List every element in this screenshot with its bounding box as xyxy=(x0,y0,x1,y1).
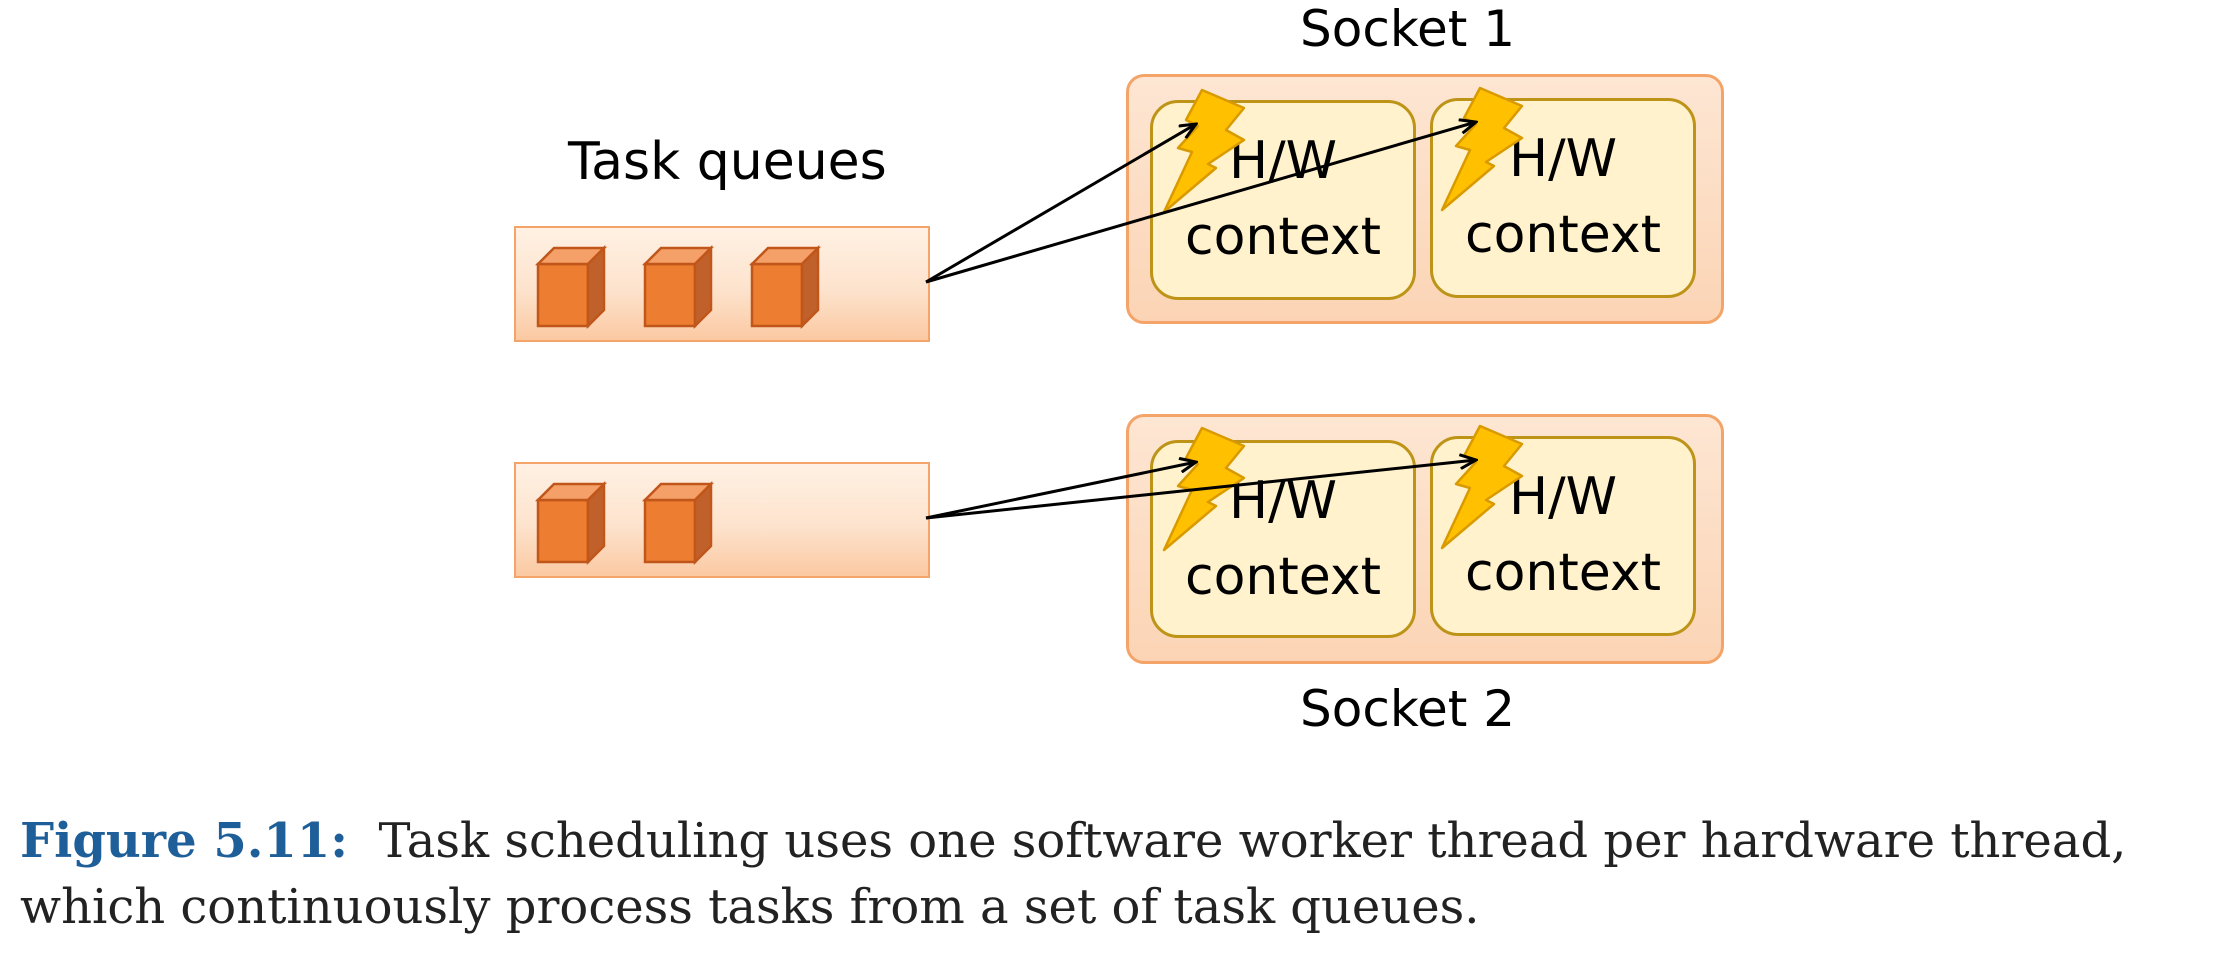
lightning-icon xyxy=(1440,86,1524,212)
arrow-q1-s1b xyxy=(925,122,1476,284)
arrow-q2-s2a xyxy=(925,462,1196,520)
task-cube xyxy=(750,246,820,328)
socket-1-label: Socket 1 xyxy=(1300,0,1516,58)
task-queues-label: Task queues xyxy=(568,132,887,192)
lightning-icon xyxy=(1440,424,1524,550)
caption-text: Task scheduling uses one software worker… xyxy=(20,813,2127,935)
arrow-q1-s1a xyxy=(925,124,1196,284)
arrow-q2-s2b xyxy=(925,460,1476,520)
task-cube xyxy=(643,246,713,328)
task-cube xyxy=(536,246,606,328)
task-cube xyxy=(536,482,606,564)
socket-2-label: Socket 2 xyxy=(1300,680,1516,738)
figure-label: Figure 5.11: xyxy=(20,813,348,869)
figure-caption: Figure 5.11: Task scheduling uses one so… xyxy=(20,808,2220,940)
task-cube xyxy=(643,482,713,564)
